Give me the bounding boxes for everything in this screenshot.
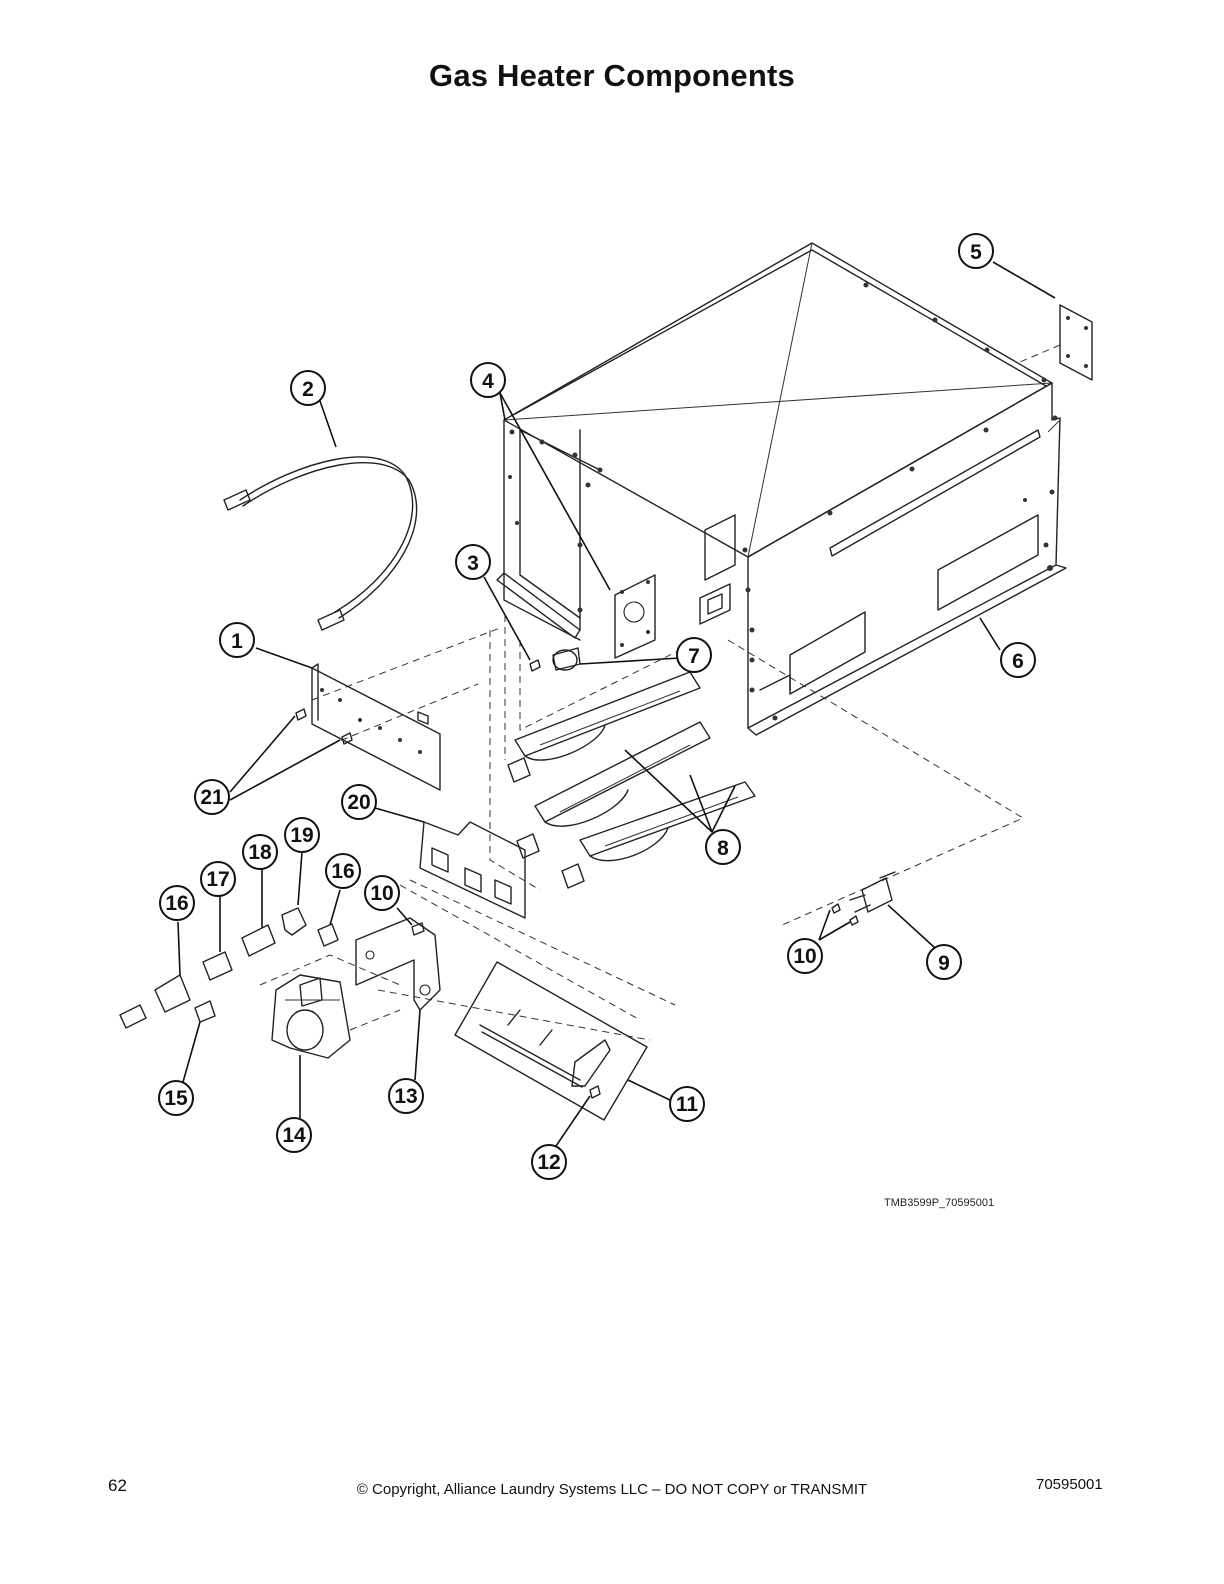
document-number: 70595001 xyxy=(1036,1476,1103,1493)
limit-switch-illustration xyxy=(529,647,581,672)
callout-1: 1 xyxy=(219,622,255,658)
callout-15: 15 xyxy=(158,1080,194,1116)
callout-17: 17 xyxy=(200,861,236,897)
svg-text:4: 4 xyxy=(482,370,494,393)
burner-tubes-illustration xyxy=(507,671,756,889)
pipe-fittings-illustration xyxy=(119,907,339,1029)
svg-text:10: 10 xyxy=(793,945,816,968)
callout-16-right: 16 xyxy=(325,853,361,889)
svg-text:21: 21 xyxy=(200,786,224,809)
callout-16-left: 16 xyxy=(159,885,195,921)
mounting-bracket-illustration xyxy=(311,627,501,791)
svg-text:2: 2 xyxy=(302,378,314,401)
box-screws xyxy=(508,282,1058,721)
callout-10-spark: 10 xyxy=(787,938,823,974)
svg-text:14: 14 xyxy=(282,1124,306,1147)
callout-4: 4 xyxy=(470,362,506,398)
svg-text:15: 15 xyxy=(164,1087,188,1110)
gas-valve-illustration xyxy=(271,974,351,1059)
callout-3: 3 xyxy=(455,544,491,580)
callout-12: 12 xyxy=(531,1144,567,1180)
svg-text:17: 17 xyxy=(206,868,229,891)
svg-text:7: 7 xyxy=(688,645,700,668)
copyright-notice: © Copyright, Alliance Laundry Systems LL… xyxy=(356,1481,868,1498)
svg-text:10: 10 xyxy=(370,882,393,905)
svg-text:16: 16 xyxy=(165,892,188,915)
svg-text:16: 16 xyxy=(331,860,354,883)
callout-7: 7 xyxy=(676,637,712,673)
svg-text:3: 3 xyxy=(467,552,479,575)
svg-text:6: 6 xyxy=(1012,650,1024,673)
callout-6: 6 xyxy=(1000,642,1036,678)
svg-text:9: 9 xyxy=(938,952,950,975)
ignition-cable-illustration xyxy=(223,456,418,631)
callout-20: 20 xyxy=(341,784,377,820)
callout-9: 9 xyxy=(926,944,962,980)
page-title: Gas Heater Components xyxy=(429,58,795,93)
callout-13: 13 xyxy=(388,1078,424,1114)
page-number: 62 xyxy=(108,1476,127,1495)
heater-box-illustration xyxy=(496,242,1067,736)
svg-text:13: 13 xyxy=(394,1085,417,1108)
figure-id: TMB3599P_70595001 xyxy=(884,1197,995,1209)
svg-text:12: 12 xyxy=(537,1151,560,1174)
callout-10-bracket: 10 xyxy=(364,875,400,911)
pilot-assembly-illustration xyxy=(454,961,648,1121)
callout-14: 14 xyxy=(276,1117,312,1153)
callout-18: 18 xyxy=(242,834,278,870)
svg-text:18: 18 xyxy=(248,841,272,864)
svg-text:19: 19 xyxy=(290,824,313,847)
callout-2: 2 xyxy=(290,370,326,406)
callout-8: 8 xyxy=(705,829,741,865)
screws-21-illustration xyxy=(295,708,353,745)
svg-text:8: 8 xyxy=(717,837,729,860)
svg-text:1: 1 xyxy=(231,630,243,653)
svg-text:5: 5 xyxy=(970,241,982,264)
callout-5: 5 xyxy=(958,233,994,269)
svg-text:20: 20 xyxy=(347,791,370,814)
spark-electrode-illustration xyxy=(831,871,896,926)
burner-orifice-plate-illustration xyxy=(419,821,526,919)
callout-19: 19 xyxy=(284,817,320,853)
leader-lines xyxy=(177,261,1056,1147)
callout-21: 21 xyxy=(194,779,230,815)
cover-plate-illustration xyxy=(1019,304,1093,381)
callout-11: 11 xyxy=(669,1086,705,1122)
svg-text:11: 11 xyxy=(676,1093,699,1116)
valve-bracket-illustration xyxy=(355,917,441,1011)
